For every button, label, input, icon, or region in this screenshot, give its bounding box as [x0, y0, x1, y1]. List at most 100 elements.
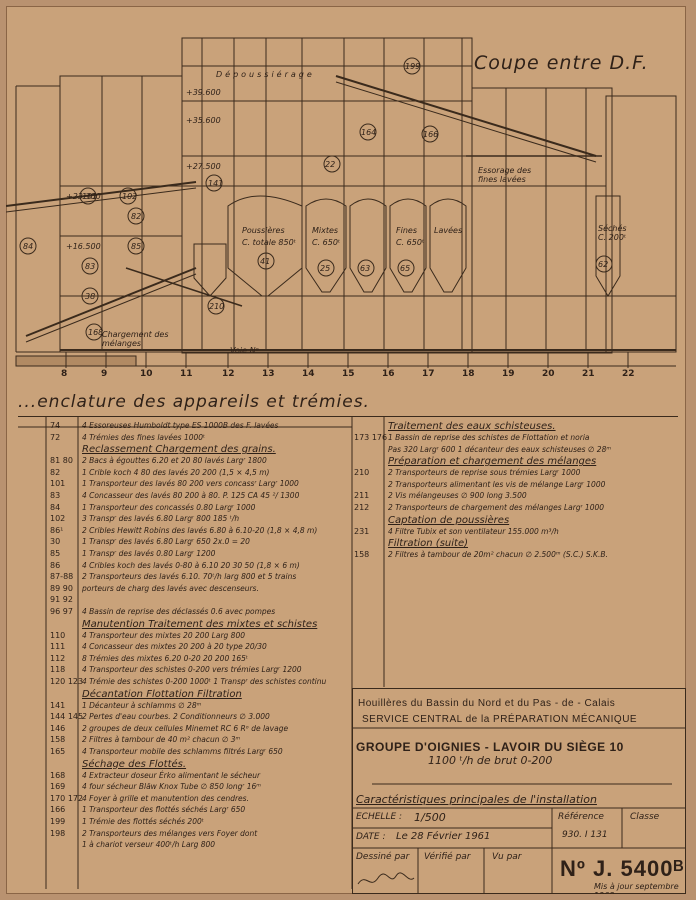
nomenclature-section-heading: Filtration (suite) [388, 538, 469, 550]
equipment-tag: 38 [85, 292, 96, 301]
equipment-tag: 63 [360, 264, 371, 273]
plant-capacity: 1100 ᵗ/h de brut 0-200 [428, 754, 553, 767]
drawing-subject: Caractéristiques principales de l'instal… [356, 793, 597, 806]
item-number: 158 [50, 735, 66, 745]
item-number: 74 [50, 421, 61, 430]
equipment-tag: 65 [400, 264, 411, 273]
item-description: 4 Concasseur des mixtes 20 200 à 20 type… [82, 642, 267, 652]
item-number: 141 [50, 700, 66, 710]
item-number: 166 [50, 805, 66, 815]
update-note: Mis à jour septembre 1968 [594, 882, 679, 894]
item-number: 81 80 [50, 456, 73, 466]
track-label: Voie Nᵒ [230, 346, 259, 355]
item-number: 144 145 [50, 712, 84, 722]
item-description: 1 Transpʳ des lavés 6.80 Largʳ 650 2x.0 … [82, 537, 250, 547]
seen-by-label: Vu par [492, 852, 522, 862]
item-number: 165 [50, 747, 66, 756]
grid-axis-label: 17 [422, 369, 435, 379]
nomenclature-table: 74 4 Essoreuses Humboldt type ES 1000B de… [18, 416, 678, 889]
section-title: Coupe entre D.F. [474, 52, 649, 74]
item-number: 169 [50, 782, 66, 792]
grid-axis-label: 22 [622, 369, 635, 379]
item-number: 170 172 [50, 793, 84, 803]
date-label: DATE : [356, 832, 386, 842]
item-number: 82 [50, 467, 61, 477]
grid-axis-label: 15 [342, 369, 355, 379]
item-description: 2 groupes de deux cellules Minemet RC 6 … [82, 723, 289, 733]
item-description: 4 Trémies des fines lavées 1000ᵗ [82, 432, 206, 442]
item-description: 4 Essoreuses Humboldt type ES 1000B des … [82, 421, 279, 430]
equipment-tag: 22 [325, 160, 336, 169]
item-number: 158 [354, 550, 370, 560]
item-number: 168 [50, 770, 66, 780]
title-block-frame [352, 688, 686, 894]
scale-value: 1/500 [414, 811, 446, 824]
item-number: 111 [50, 642, 66, 652]
item-description: 4 Foyer à grille et manutention des cend… [82, 793, 249, 803]
level-label: +23.300 [66, 192, 101, 201]
loading-label: Chargement des mélanges [102, 330, 169, 348]
item-description: 2 Filtres à tambour de 20m² chacun ∅ 2.5… [388, 550, 608, 560]
title-block: Houillères du Bassin du Nord et du Pas -… [352, 688, 686, 894]
drawing-number: Nº J. 5400ᴮ [560, 856, 685, 881]
bunker-label: Mixtes [312, 226, 339, 235]
item-number: 118 [50, 665, 66, 675]
equipment-tag: 141 [208, 179, 224, 188]
item-description: 4 Transporteur mobile des schlamms filtr… [82, 747, 283, 756]
item-description: 4 Bassin de reprise des déclassés 0.6 av… [82, 607, 276, 616]
item-number: 212 [354, 503, 370, 512]
item-description: 1 Bassin de reprise des schistes de Flot… [388, 433, 590, 442]
item-number: 211 [354, 491, 370, 501]
equipment-tag: 102 [122, 192, 138, 201]
equipment-tag: 85 [131, 242, 142, 251]
organisation-name: Houillères du Bassin du Nord et du Pas -… [358, 698, 616, 709]
grid-axis-label: 12 [222, 369, 235, 379]
equipment-tag: 210 [209, 302, 225, 311]
equipment-tag: 166 [423, 130, 439, 139]
drawing-sheet: Coupe entre D.F. Dépoussiérage +39.600 +… [6, 6, 686, 894]
item-description: 1 Transporteur des lavés 80 200 vers con… [82, 479, 299, 489]
item-number: 199 [50, 817, 66, 826]
item-number: 146 [50, 723, 66, 733]
item-number: 30 [50, 537, 61, 547]
cross-section-linework [6, 37, 677, 368]
item-number: 91 92 [50, 595, 73, 605]
item-description: 4 Trémie des schistes 0-200 1000ᵗ 1 Tran… [82, 677, 327, 686]
item-description: 1 Crible koch 4 80 des lavés 20 200 (1,5… [82, 467, 270, 477]
equipment-tag: 84 [23, 242, 34, 251]
grid-axis-label: 11 [180, 369, 193, 379]
item-description: 1 à chariot verseur 400ᵗ/h Larg 800 [82, 840, 216, 850]
service-name: SERVICE CENTRAL de la PRÉPARATION MÉCANI… [362, 714, 638, 725]
item-number: 96 97 [50, 607, 73, 616]
grid-axis-label: 16 [382, 369, 395, 379]
item-number: 85 [50, 549, 61, 558]
item-description: 2 Transporteurs de chargement des mélang… [388, 503, 605, 512]
nomenclature-section-heading: Décantation Flottation Filtration [82, 688, 242, 700]
equipment-tag: 101 [82, 192, 98, 201]
bunker-label: Fines [396, 226, 417, 235]
item-description: Pas 320 Largʳ 600 1 décanteur des eaux s… [388, 444, 612, 454]
equipment-tag: 62 [598, 260, 609, 269]
item-description: porteurs de charg des lavés avec descens… [82, 583, 259, 593]
dried-bunker-label: Séchés C. 200ᵗ [598, 224, 627, 242]
item-number: 84 [50, 502, 61, 512]
item-description: 2 Bacs à égouttes 6.20 et 20 80 lavés La… [82, 456, 267, 466]
signature-icon [357, 872, 415, 885]
bunker-label: Poussières [242, 226, 285, 235]
item-number: 112 [50, 653, 66, 663]
project-title: GROUPE D'OIGNIES - LAVOIR DU SIÈGE 10 [356, 740, 624, 754]
item-description: 4 Extracteur doseur Érko alimentant le s… [82, 770, 261, 780]
item-number: 102 [50, 514, 66, 524]
item-description: 4 Filtre Tubix et son ventilateur 155.00… [388, 526, 559, 536]
equipment-tag: 82 [131, 212, 142, 221]
drawn-by-label: Dessiné par [356, 852, 410, 862]
bunker-capacity: C. 650ᵗ [312, 238, 341, 247]
grid-axis-label: 21 [582, 369, 595, 379]
item-description: 4 Cribles koch des lavés 0-80 à 6.10 20 … [82, 560, 300, 570]
item-description: 1 Transporteur des flottés séchés Largʳ … [82, 805, 246, 815]
item-description: 1 Transporteur des concassés 0.80 Largʳ … [82, 502, 256, 512]
item-description: 4 Transporteur des mixtes 20 200 Larg 80… [82, 630, 245, 640]
date-value: Le 28 Février 1961 [396, 831, 491, 842]
item-description: 2 Filtres à tambour de 40 m² chacun ∅ 3ᵐ [82, 735, 241, 745]
scale-label: ECHELLE : [356, 812, 403, 822]
